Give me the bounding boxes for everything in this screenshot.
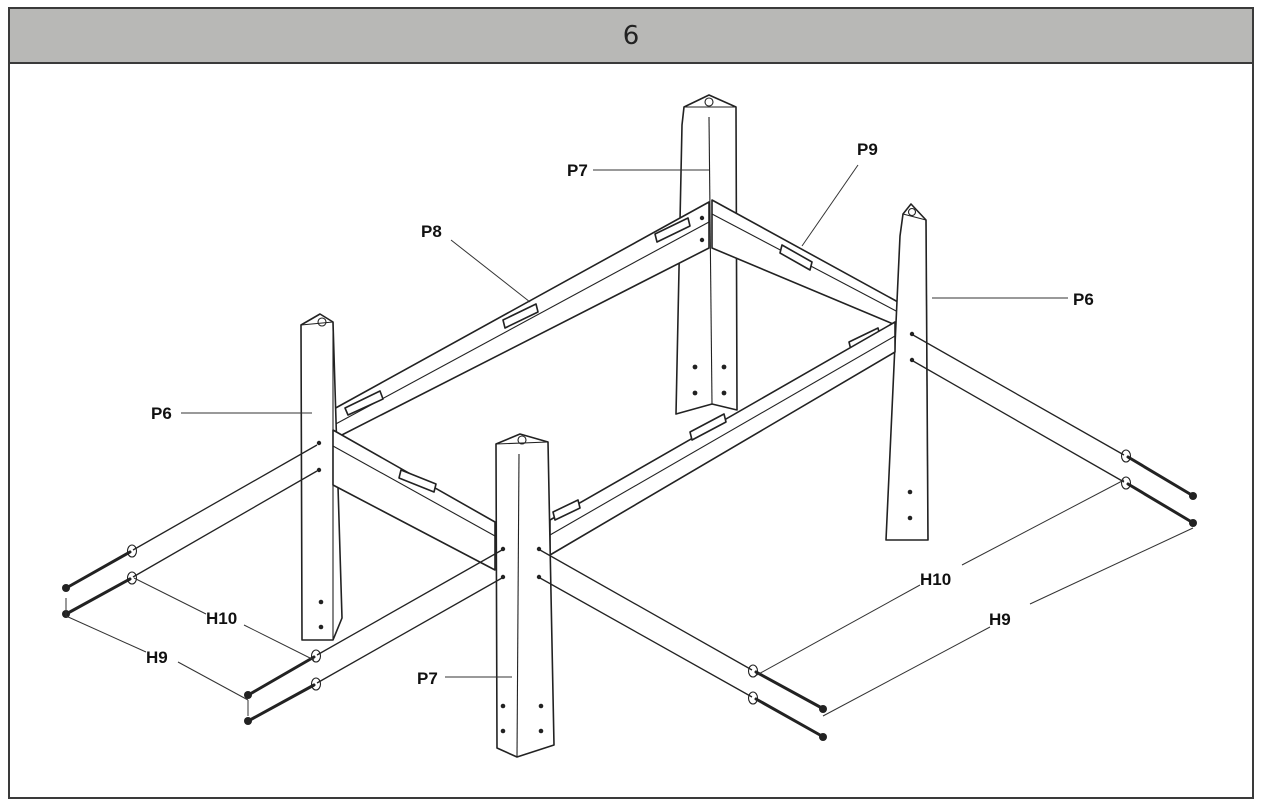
leg-right-p6 bbox=[885, 203, 929, 541]
bolt-set-left bbox=[62, 444, 318, 618]
label-p9: P9 bbox=[857, 140, 878, 159]
label-h9-right: H9 bbox=[989, 610, 1011, 629]
rail-right-p9 bbox=[711, 199, 899, 351]
label-p6-right: P6 bbox=[1073, 290, 1094, 309]
bolt-set-right bbox=[912, 334, 1197, 527]
bolt-set-front-right bbox=[539, 549, 827, 741]
leg-back-p7 bbox=[675, 94, 738, 415]
label-p7-top: P7 bbox=[567, 161, 588, 180]
rail-front-p8 bbox=[549, 321, 896, 556]
rail-back-p8 bbox=[331, 201, 721, 441]
step-number: 6 bbox=[622, 20, 640, 51]
label-h10-right: H10 bbox=[920, 570, 951, 589]
bolt-set-front-left bbox=[244, 549, 503, 725]
leader-lines bbox=[65, 164, 1194, 717]
instruction-frame: 6 bbox=[8, 7, 1254, 799]
rail-left bbox=[332, 429, 496, 571]
label-p6-left: P6 bbox=[151, 404, 172, 423]
label-p8: P8 bbox=[421, 222, 442, 241]
label-p7-bottom: P7 bbox=[417, 669, 438, 688]
leg-front-p7 bbox=[495, 433, 555, 758]
label-h10-left: H10 bbox=[206, 609, 237, 628]
step-header: 6 bbox=[10, 9, 1252, 64]
label-h9-left: H9 bbox=[146, 648, 168, 667]
